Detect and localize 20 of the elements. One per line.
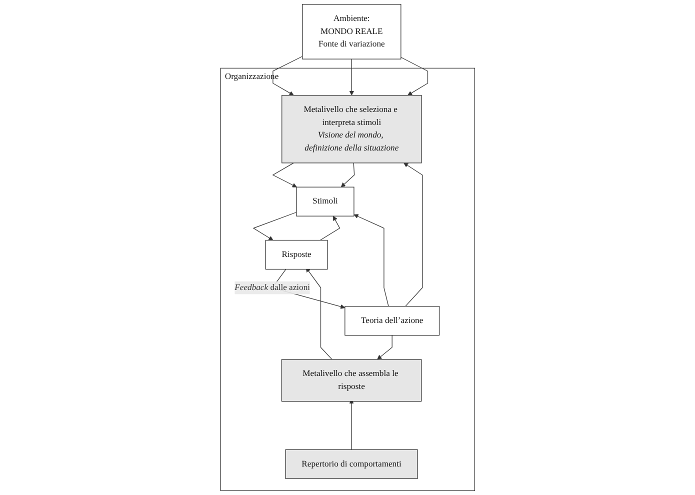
arrow <box>354 214 389 307</box>
arrow <box>306 267 332 360</box>
node-box: Ambiente: MONDO REALE Fonte di variazione <box>302 4 402 60</box>
arrow <box>272 56 303 96</box>
arrow <box>400 56 428 96</box>
node-box: Metalivello che seleziona e interpreta stimoli Visione del mondo, definizione della situazione <box>281 94 422 164</box>
arrow <box>348 399 354 450</box>
arrow <box>252 212 297 240</box>
arrow <box>272 162 297 188</box>
arrow <box>320 216 340 241</box>
arrow <box>376 334 392 360</box>
arrow <box>403 162 423 307</box>
arrow <box>340 162 354 188</box>
arrow <box>349 58 354 96</box>
node-box: Metalivello che assembla le risposte <box>281 359 422 402</box>
node-box: Stimoli <box>296 186 354 216</box>
node-box: Risposte <box>265 240 328 270</box>
edge-label: Feedback dalle azioni <box>234 282 310 292</box>
node-box: Repertorio di comportamenti <box>285 449 418 479</box>
node-box: Teoria dell’azione <box>344 306 440 336</box>
